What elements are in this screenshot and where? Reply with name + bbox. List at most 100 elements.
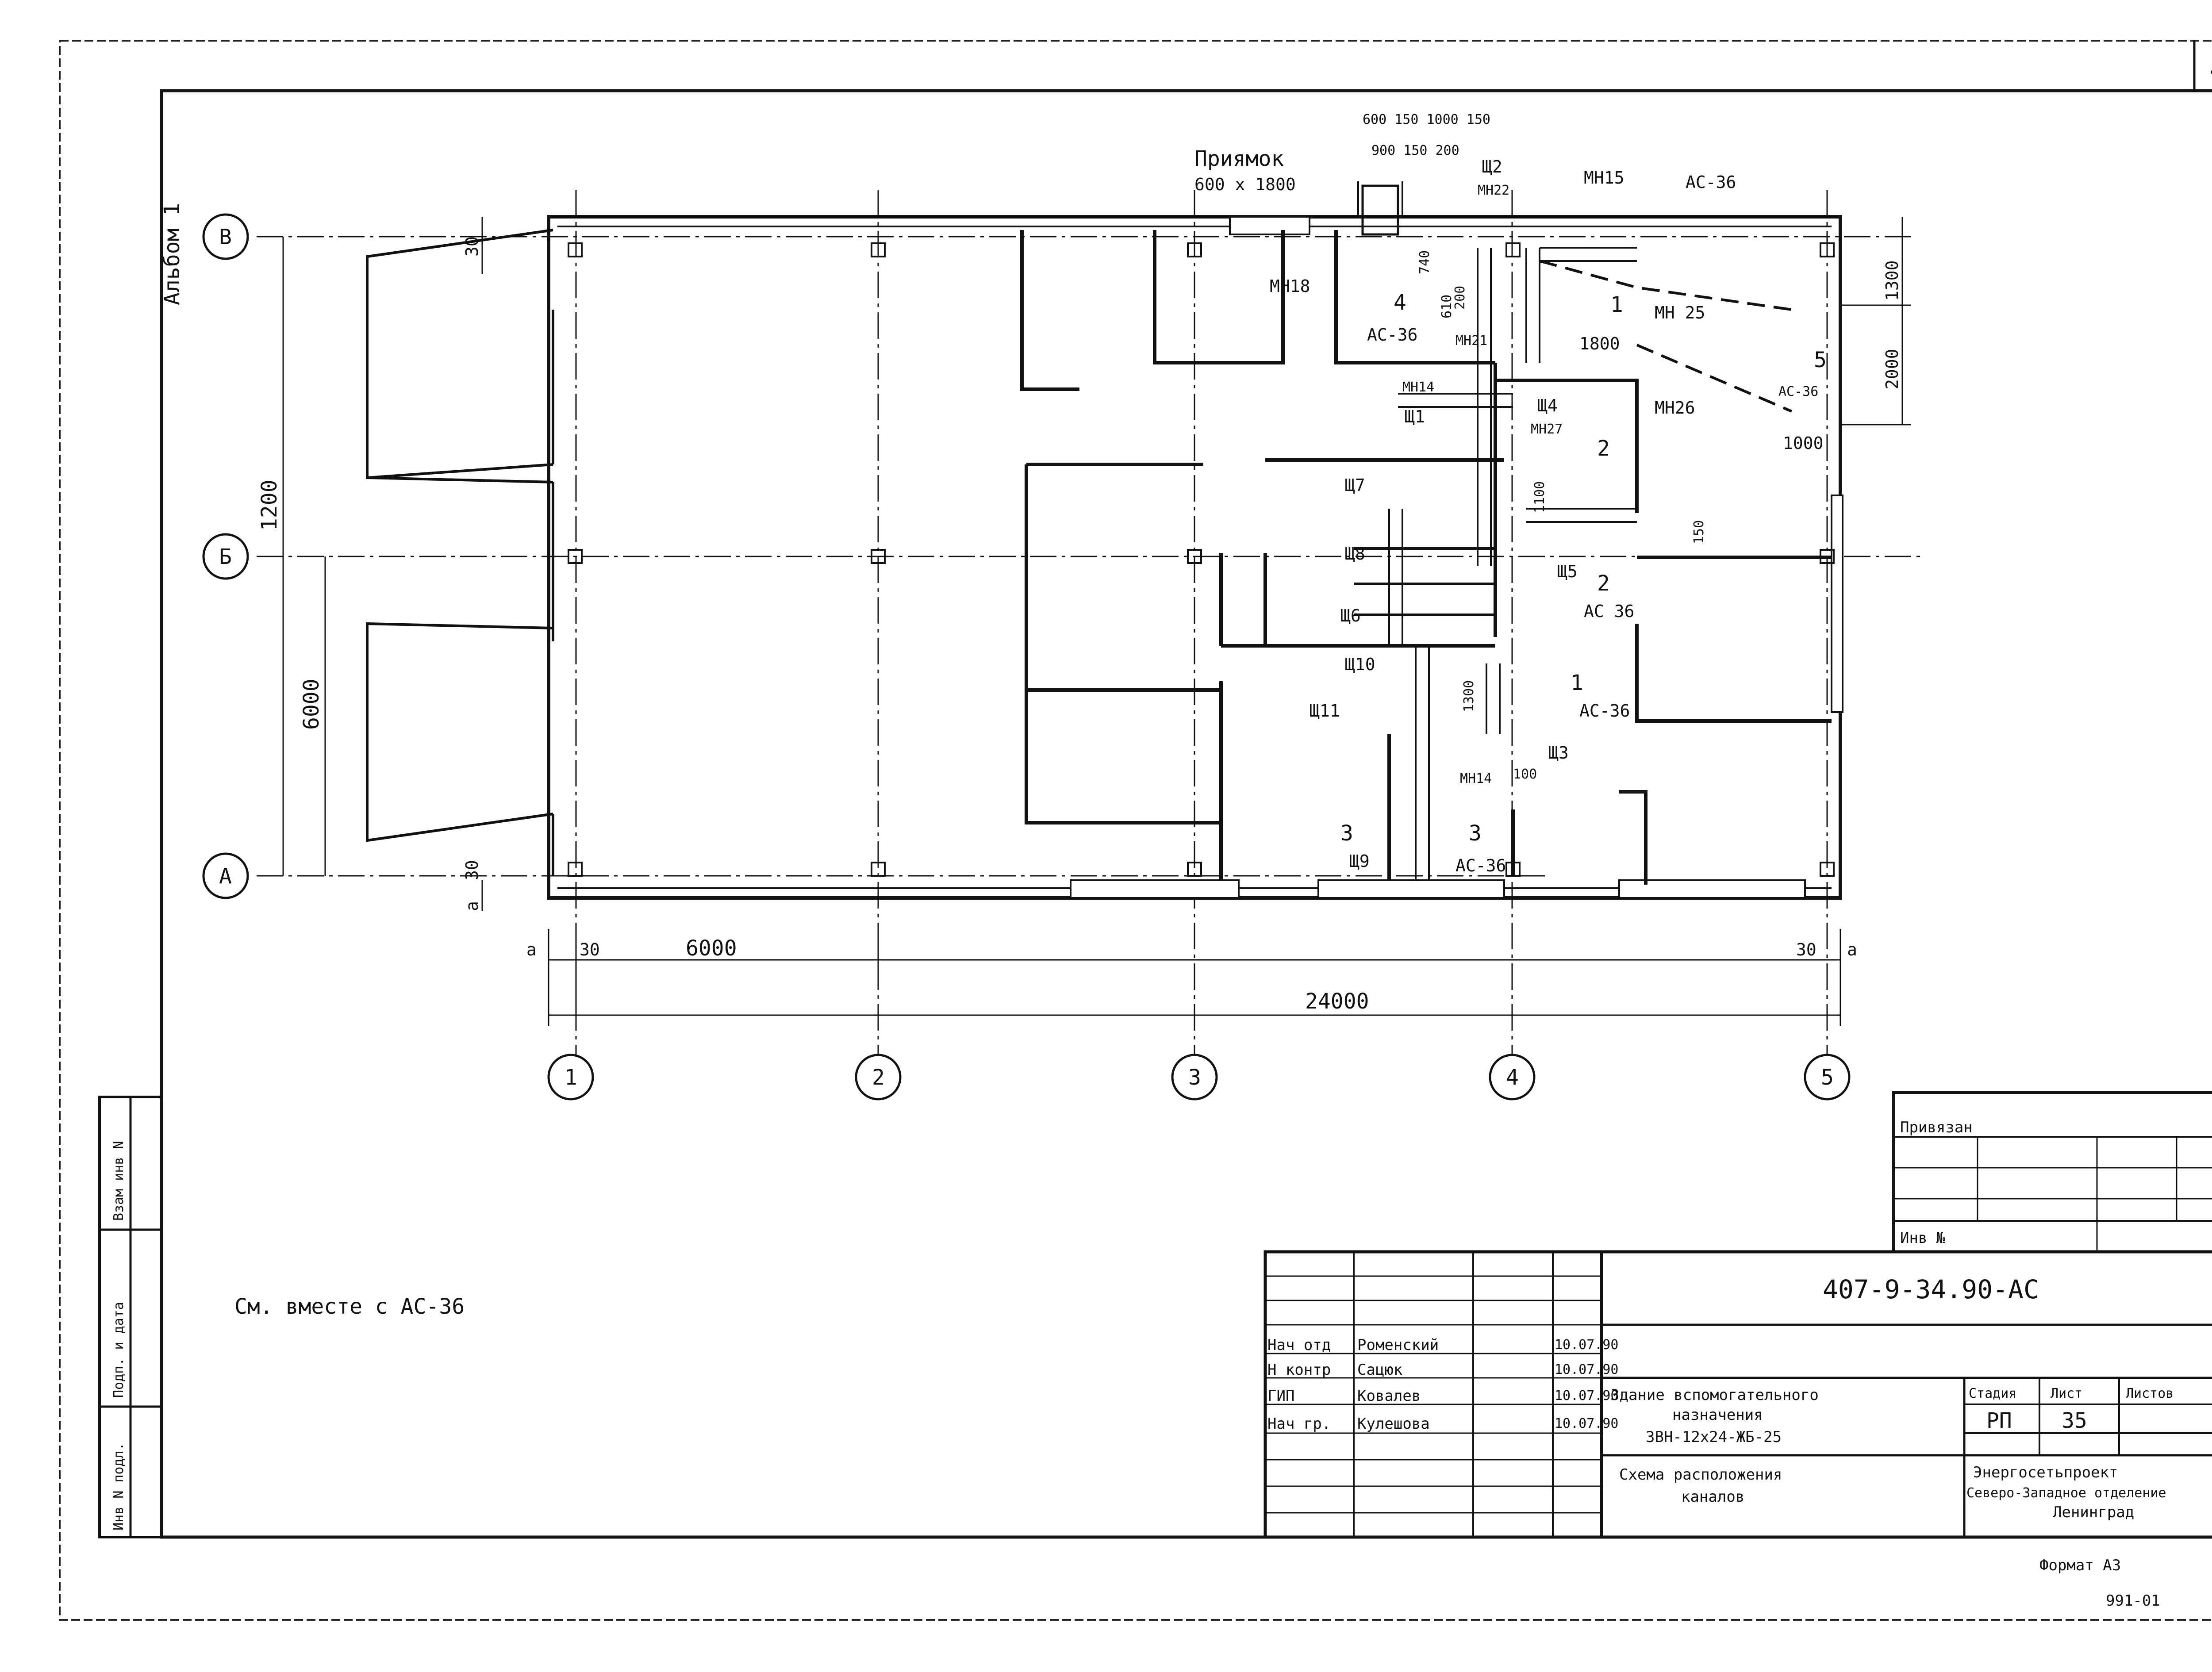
label-mn21: МН21 (1455, 333, 1487, 349)
label-sec1-top: 1 (1610, 292, 1623, 317)
label-sh2: Щ2 (1482, 157, 1502, 176)
row-role-3: Нач гр. (1267, 1415, 1331, 1433)
org-line-1: Энергосетьпроект (1973, 1464, 2118, 1481)
dim-30-bottom: 30 (462, 860, 482, 880)
axis-bubbles (202, 213, 1851, 1101)
dim-100: 100 (1513, 767, 1537, 782)
dim-1800: 1800 (1579, 334, 1620, 353)
label-sh7: Щ7 (1345, 476, 1365, 495)
title-block (1263, 1250, 2212, 1539)
axis-label-1: 1 (565, 1065, 577, 1090)
label-mn14b: МН14 (1460, 771, 1492, 786)
document-code: 407-9-34.90-АС (1823, 1274, 2039, 1304)
dim-610: 610 (1439, 295, 1455, 318)
row-name-0: Роменский (1357, 1336, 1439, 1354)
dim-a-bottom: а (462, 901, 482, 911)
dim-top-row1: 600 150 1000 150 (1363, 112, 1490, 127)
label-ac36-sec3: АС-36 (1455, 856, 1506, 875)
org-line-3: Ленинград (2053, 1503, 2134, 1521)
inv-label: Инв № (1900, 1229, 1946, 1247)
axis-label-v: В (219, 225, 232, 249)
label-sh5: Щ5 (1557, 562, 1578, 581)
label-mn14a: МН14 (1402, 380, 1434, 395)
sheet-title-1: Схема расположения (1619, 1466, 1782, 1484)
label-ac36-sec5: АС-36 (1778, 384, 1818, 399)
label-sec4: 4 (1394, 290, 1406, 315)
label-mn25: МН 25 (1655, 303, 1705, 322)
dim-1100: 1100 (1532, 481, 1548, 513)
label-mn18: МН18 (1270, 276, 1310, 296)
dim-1300b: 1300 (1461, 680, 1477, 712)
row-date-0: 10.07.90 (1555, 1337, 1619, 1353)
side-label-inv: Инв N подл. (111, 1442, 127, 1530)
row-role-2: ГИП (1267, 1387, 1294, 1405)
label-sh11: Щ11 (1310, 701, 1340, 721)
side-label-sign: Подп. и дата (111, 1302, 127, 1398)
note-see-also: См. вместе с АС-36 (234, 1294, 465, 1319)
label-mn22: МН22 (1478, 183, 1509, 198)
album-label: Альбом 1 (160, 203, 184, 305)
sheet-title-2: каналов (1681, 1488, 1744, 1506)
label-sec1-bot: 1 (1571, 671, 1583, 695)
building-title-2: назначения (1672, 1406, 1763, 1424)
label-ac36-sec2: АС 36 (1584, 602, 1634, 621)
axis-bubble-v (202, 213, 249, 260)
row-date-3: 10.07.90 (1555, 1416, 1619, 1431)
dim-bay: 6000 (686, 936, 737, 961)
label-mn26: МН26 (1655, 398, 1695, 418)
row-name-2: Ковалев (1357, 1387, 1421, 1405)
dim-1000: 1000 (1783, 433, 1824, 453)
dim-740: 740 (1417, 250, 1432, 274)
label-sec5: 5 (1814, 348, 1827, 372)
scribble-label: 991-01 (2106, 1592, 2160, 1610)
label-pit-title: Приямок (1194, 146, 1284, 171)
row-date-2: 10.07.90 (1555, 1388, 1619, 1404)
axis-bubble-2 (855, 1054, 902, 1101)
channels (1357, 181, 1637, 880)
row-role-0: Нач отд (1267, 1336, 1331, 1354)
label-sec3-left: 3 (1340, 821, 1353, 846)
row-name-1: Сацюк (1357, 1361, 1402, 1379)
building-title-1: Здание вспомогательного (1610, 1386, 1819, 1404)
side-label-replace: Взам инв N (111, 1141, 127, 1221)
org-line-2: Северо-Западное отделение (1966, 1485, 2166, 1501)
tied-label: Привязан (1900, 1119, 1973, 1136)
dim-a-left: а (526, 940, 537, 959)
label-mn27: МН27 (1531, 422, 1563, 437)
cable-route (1539, 260, 1792, 311)
building-title-3: ЗВН-12х24-ЖБ-25 (1646, 1428, 1782, 1446)
label-sec2-top: 2 (1597, 436, 1610, 461)
dim-30-right: 30 (1796, 940, 1816, 959)
dim-30-left: 30 (580, 940, 600, 959)
label-sec2-bot: 2 (1597, 571, 1610, 596)
dim-total-height: 1200 (257, 479, 282, 531)
dim-200: 200 (1452, 286, 1468, 310)
label-pit-size: 600 х 1800 (1194, 175, 1296, 194)
row-role-1: Н контр (1267, 1361, 1331, 1379)
row-date-1: 10.07.90 (1555, 1362, 1619, 1377)
label-sh9: Щ9 (1349, 851, 1370, 871)
label-mn15: МН15 (1584, 168, 1624, 188)
axis-label-3: 3 (1188, 1065, 1201, 1090)
label-sh4: Щ4 (1537, 396, 1558, 415)
sheets-head: Листов (2126, 1386, 2174, 1401)
sheet-number-corner: 45 (2210, 58, 2212, 83)
label-ac36-sec1: АС-36 (1579, 701, 1630, 721)
axis-bubble-4 (1489, 1054, 1536, 1101)
axis-label-4: 4 (1506, 1065, 1519, 1090)
sheet-value: 35 (2062, 1408, 2087, 1433)
format-label: Формат А3 (2039, 1557, 2121, 1574)
dim-150: 150 (1691, 520, 1707, 544)
axis-label-5: 5 (1821, 1065, 1834, 1090)
axis-label-b: Б (219, 545, 232, 569)
axis-bubble-5 (1804, 1054, 1851, 1101)
label-ac36-sec4: АС-36 (1367, 325, 1417, 345)
axis-label-a: А (219, 864, 232, 889)
side-stamp: Инв N подл. Подп. и дата Взам инв N (98, 1096, 163, 1538)
sheet-outer-border (59, 40, 2212, 1621)
axis-bubble-a (202, 852, 249, 899)
label-ac36-top: АС-36 (1686, 173, 1736, 192)
label-sh6: Щ6 (1340, 606, 1361, 625)
dim-30-top: 30 (462, 236, 482, 257)
